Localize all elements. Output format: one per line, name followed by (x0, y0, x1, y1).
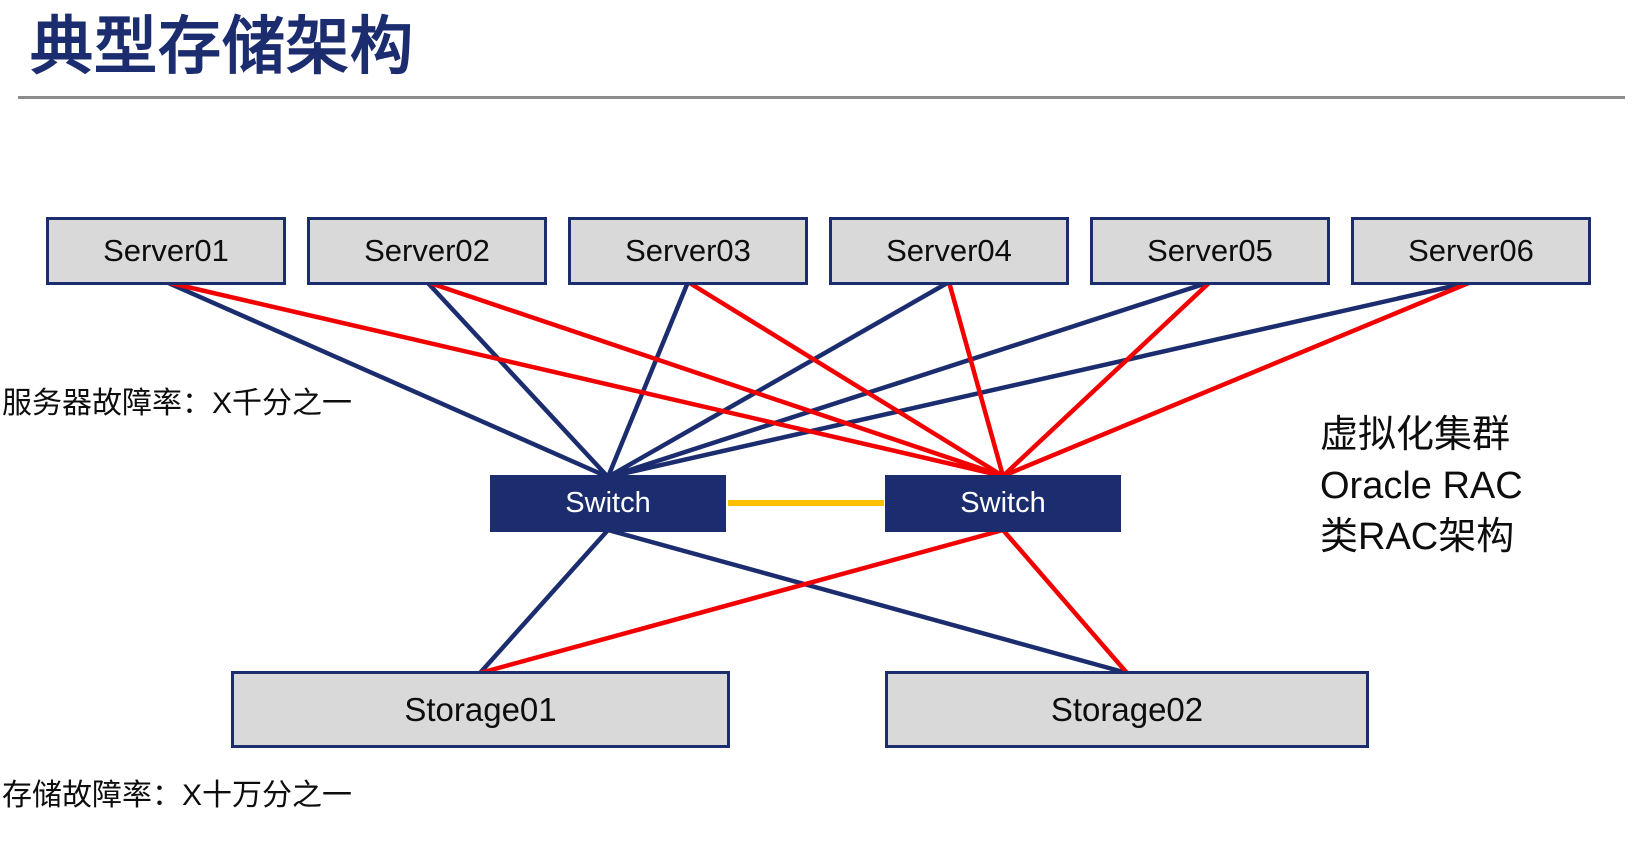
link-server06-switch2 (1002, 279, 1472, 479)
node-storage01: Storage01 (231, 671, 730, 748)
node-server06: Server06 (1351, 217, 1591, 285)
node-label: Server06 (1408, 233, 1534, 268)
link-server05-switch2 (1001, 280, 1212, 478)
link-server06-switch1 (607, 279, 1472, 480)
link-server01-switch1 (165, 279, 609, 480)
link-server03-switch1 (605, 281, 691, 478)
node-label: Switch (565, 487, 651, 519)
link-server01-switch2 (165, 279, 1004, 479)
node-switch1: Switch (490, 475, 726, 532)
link-server02-switch1 (425, 280, 610, 479)
node-label: Server03 (625, 233, 751, 268)
link-server04-switch2 (946, 281, 1006, 477)
node-label: Server04 (886, 233, 1012, 268)
link-switch1-storage02 (607, 527, 1128, 676)
storage-failure-rate-note: 存储故障率：X十万分之一 (2, 779, 353, 812)
link-server04-switch1 (606, 280, 951, 479)
cluster-note-line: Oracle RAC (1320, 465, 1523, 507)
link-server03-switch2 (686, 280, 1005, 478)
node-server05: Server05 (1090, 217, 1330, 285)
node-label: Server01 (103, 233, 229, 268)
cluster-note-line: 类RAC架构 (1320, 516, 1515, 558)
link-switch1-storage01 (478, 528, 610, 675)
node-switch2: Switch (885, 475, 1121, 532)
link-switch2-storage01 (479, 527, 1004, 676)
cluster-note: 虚拟化集群 Oracle RAC 类RAC架构 (1320, 410, 1523, 563)
link-server05-switch1 (607, 279, 1211, 480)
cluster-note-line: 虚拟化集群 (1320, 414, 1511, 456)
node-server02: Server02 (307, 217, 547, 285)
node-label: Storage01 (404, 690, 557, 728)
node-label: Server02 (364, 233, 490, 268)
node-server01: Server01 (46, 217, 286, 285)
node-server04: Server04 (829, 217, 1069, 285)
server-failure-rate-note: 服务器故障率：X千分之一 (2, 387, 353, 420)
link-switch2-storage02 (1001, 528, 1129, 675)
title-divider (18, 96, 1625, 99)
node-server03: Server03 (568, 217, 808, 285)
link-server02-switch2 (426, 279, 1004, 479)
page-title: 典型存储架构 (30, 12, 414, 82)
node-label: Server05 (1147, 233, 1273, 268)
node-storage02: Storage02 (885, 671, 1369, 748)
node-label: Storage02 (1050, 690, 1204, 728)
node-label: Switch (960, 487, 1046, 519)
